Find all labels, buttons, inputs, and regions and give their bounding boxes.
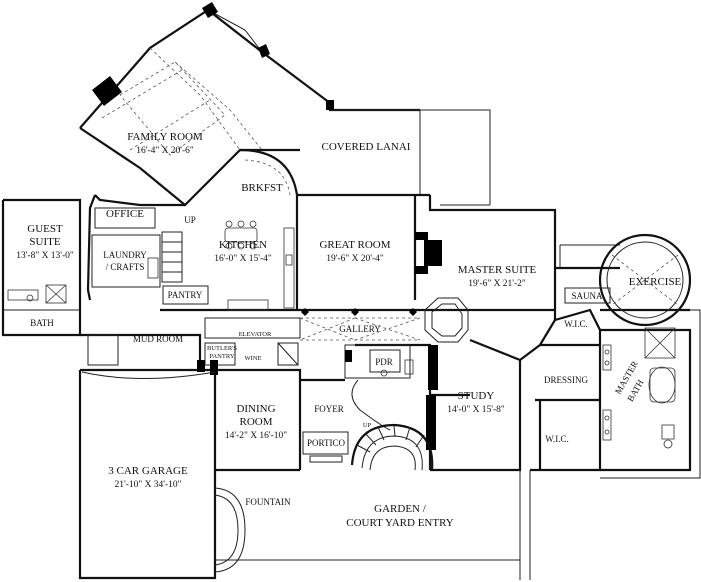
guest-suite-label-2: SUITE <box>29 236 60 248</box>
kitchen-up-label: UP <box>184 215 196 225</box>
mud-room-label: MUD ROOM <box>133 334 183 344</box>
dining-room-label-2: ROOM <box>239 416 272 428</box>
garage: 3 CAR GARAGE 21'-10" X 34'-10" <box>81 371 216 490</box>
great-room-label: GREAT ROOM <box>319 239 390 251</box>
family-room-label: FAMILY ROOM <box>127 131 203 143</box>
foyer-up-label: UP <box>363 422 372 429</box>
east-terrace <box>600 309 701 479</box>
west-wing: OFFICE UP GUEST SUITE 13'-8" X 13'-0" LA… <box>3 207 196 366</box>
family-room-dims: 16'-4" X 20'-6" <box>136 146 194 156</box>
dining-room-label-1: DINING <box>236 403 275 415</box>
garage-dims: 21'-10" X 34'-10" <box>114 480 181 490</box>
dining-room-dims: 14'-2" X 16'-10" <box>225 431 287 441</box>
study-dims: 14'-0" X 15'-8" <box>447 405 505 415</box>
bath-sink-icon <box>26 294 34 302</box>
garden-label-1: GARDEN / <box>374 503 427 515</box>
dining-room: DINING ROOM 14'-2" X 16'-10" <box>210 360 287 441</box>
wine-label: WINE <box>245 355 262 362</box>
wic-upper-label: W.I.C. <box>564 319 587 329</box>
guest-suite-label-1: GUEST <box>27 223 63 235</box>
courtyard: FOUNTAIN GARDEN / COURT YARD ENTRY <box>214 470 531 580</box>
gallery: GALLERY ELEVATOR BUTLER'S PANTRY WINE <box>197 317 421 372</box>
gallery-label: GALLERY <box>339 324 381 334</box>
great-room-dims: 19'-6" X 20'-4" <box>326 254 384 264</box>
study-label: STUDY <box>458 390 495 402</box>
portico-label: PORTICO <box>307 438 345 448</box>
bathtub-icon <box>648 366 676 404</box>
kitchen-dims: 16'-0" X 15'-4" <box>214 254 272 264</box>
fireplace-icon <box>415 232 442 274</box>
wic-lower-label: W.I.C. <box>545 434 568 444</box>
guest-suite-dims: 13'-8" X 13'-0" <box>16 251 74 261</box>
brkfst-label: BRKFST <box>241 182 283 194</box>
laundry-label-2: / CRAFTS <box>106 262 145 272</box>
exercise-label: EXERCISE <box>629 276 682 288</box>
dressing-label: DRESSING <box>544 375 589 385</box>
pdr-label: PDR <box>375 357 393 367</box>
kitchen-label: KITCHEN <box>219 239 267 251</box>
pantry-label: PANTRY <box>168 290 203 300</box>
elevator-label: ELEVATOR <box>239 331 272 338</box>
breakfast-area: BRKFST <box>239 148 299 196</box>
foyer-label: FOYER <box>314 404 344 414</box>
garden-label-2: COURT YARD ENTRY <box>346 517 454 529</box>
fountain-label: FOUNTAIN <box>245 497 291 507</box>
office-label: OFFICE <box>106 208 144 220</box>
exercise-rotunda <box>598 233 692 327</box>
sauna-label: SAUNA <box>571 291 603 301</box>
fireplace-icon <box>92 76 122 106</box>
great-room: GREAT ROOM 19'-6" X 20'-4" <box>301 232 442 316</box>
family-room-wing: FAMILY ROOM 16'-4" X 20'-6" COVERED LANA… <box>79 2 491 207</box>
butlers-pantry-label-1: BUTLER'S <box>207 345 237 352</box>
butlers-pantry-label-2: PANTRY <box>209 353 234 360</box>
laundry-label-1: LAUNDRY <box>103 250 147 260</box>
covered-lanai-label: COVERED LANAI <box>322 141 411 153</box>
foyer: PDR FOYER UP PORTICO <box>302 344 438 471</box>
master-suite-dims: 19'-6" X 21'-2" <box>468 279 526 289</box>
master-suite-label: MASTER SUITE <box>458 264 537 276</box>
bath-label: BATH <box>30 318 54 328</box>
kitchen: KITCHEN 16'-0" X 15'-4" PANTRY <box>161 220 295 311</box>
garage-label: 3 CAR GARAGE <box>108 465 188 477</box>
